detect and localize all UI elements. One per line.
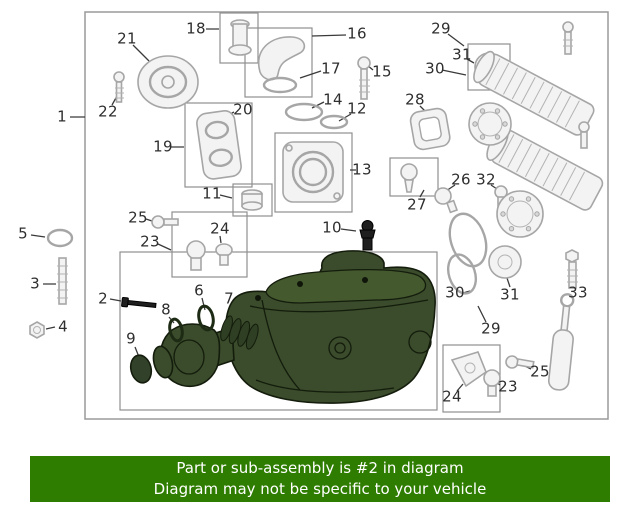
part-14-seal-ring xyxy=(284,102,324,122)
part-18-breather xyxy=(228,19,252,56)
part-cooler-flange-lower xyxy=(496,190,544,238)
callout-18[interactable]: 18 xyxy=(186,19,206,38)
part-7-bellows-hose xyxy=(220,315,259,350)
part-25-torx-bolt-right xyxy=(505,355,535,369)
callout-28[interactable]: 28 xyxy=(405,90,425,109)
callout-33[interactable]: 33 xyxy=(568,283,588,302)
callout-5[interactable]: 5 xyxy=(18,224,28,243)
part-9-cap xyxy=(129,354,153,384)
callout-8[interactable]: 8 xyxy=(161,300,171,319)
callout-7[interactable]: 7 xyxy=(224,289,234,308)
part-31-round-cap xyxy=(488,245,522,279)
banner-line-2: Diagram may not be specific to your vehi… xyxy=(153,480,487,498)
callout-21[interactable]: 21 xyxy=(117,29,137,48)
part-damper-cylinder xyxy=(547,293,575,391)
part-27-sensor xyxy=(400,163,418,193)
callout-24-left[interactable]: 24 xyxy=(210,219,230,238)
part-3-stud xyxy=(57,257,68,305)
part-26-sensor xyxy=(434,187,459,214)
part-bolt-top-right xyxy=(562,21,574,55)
part-11-cap xyxy=(241,189,263,211)
part-cooler-flange-upper xyxy=(468,102,512,146)
callout-4[interactable]: 4 xyxy=(58,317,68,336)
callout-22[interactable]: 22 xyxy=(98,102,118,121)
banner-line-1: Part or sub-assembly is #2 in diagram xyxy=(176,459,464,477)
callout-31-right[interactable]: 31 xyxy=(500,285,520,304)
part-23-24-bracket-sensor-right xyxy=(450,351,501,397)
part-intercooler-upper xyxy=(473,50,595,136)
part-10-valve xyxy=(359,220,376,251)
leader-lines xyxy=(30,28,577,392)
part-19-20-gasket-plate xyxy=(196,110,242,180)
callout-3[interactable]: 3 xyxy=(30,274,40,293)
part-2-bolt-highlighted xyxy=(121,296,157,308)
part-12-seal-ring xyxy=(319,114,349,130)
callout-29-top[interactable]: 29 xyxy=(431,19,451,38)
part-4-nut xyxy=(29,321,45,339)
callout-25-right[interactable]: 25 xyxy=(530,362,550,381)
callout-12[interactable]: 12 xyxy=(347,99,367,118)
part-13-throttle-body xyxy=(282,141,344,203)
callout-2[interactable]: 2 xyxy=(98,289,108,308)
callout-15[interactable]: 15 xyxy=(372,62,392,81)
part-21-clutch-pulley xyxy=(137,55,199,109)
part-33-bolt xyxy=(565,249,579,289)
callout-13[interactable]: 13 xyxy=(352,160,372,179)
callout-9[interactable]: 9 xyxy=(126,329,136,348)
callout-23-right[interactable]: 23 xyxy=(498,377,518,396)
part-16-17-oil-pipe-and-seal xyxy=(257,36,306,94)
callout-24-right[interactable]: 24 xyxy=(442,387,462,406)
callout-20[interactable]: 20 xyxy=(233,100,253,119)
callout-17[interactable]: 17 xyxy=(321,59,341,78)
diagram-frame xyxy=(84,11,609,420)
callout-29-right[interactable]: 29 xyxy=(481,319,501,338)
callout-6[interactable]: 6 xyxy=(194,281,204,300)
callout-23-left[interactable]: 23 xyxy=(140,232,160,251)
info-banner: Part or sub-assembly is #2 in diagram Di… xyxy=(30,456,610,502)
part-23-24-sensors-left xyxy=(186,240,233,271)
callout-19[interactable]: 19 xyxy=(153,137,173,156)
part-29-seal-small xyxy=(446,253,478,295)
part-15-bolt xyxy=(357,56,371,100)
part-6-clamp xyxy=(197,304,215,332)
part-5-o-ring xyxy=(46,228,74,248)
part-supercharger-assembly-highlighted xyxy=(224,250,436,404)
part-30-seal-large xyxy=(448,212,488,268)
callout-1[interactable]: 1 xyxy=(57,107,67,126)
part-8-clamp xyxy=(168,317,184,343)
callout-30-right[interactable]: 30 xyxy=(445,283,465,302)
part-28-gasket xyxy=(409,107,451,151)
part-25-torx-bolt-left xyxy=(151,215,179,229)
callout-25-left[interactable]: 25 xyxy=(128,208,148,227)
callout-14[interactable]: 14 xyxy=(323,90,343,109)
callout-26[interactable]: 26 xyxy=(451,170,471,189)
callout-32[interactable]: 32 xyxy=(476,170,496,189)
callout-10[interactable]: 10 xyxy=(322,218,342,237)
callout-27[interactable]: 27 xyxy=(407,195,427,214)
callout-30-top[interactable]: 30 xyxy=(425,59,445,78)
callout-31-top[interactable]: 31 xyxy=(452,45,472,64)
callout-16[interactable]: 16 xyxy=(347,24,367,43)
callout-11[interactable]: 11 xyxy=(202,184,222,203)
part-stud-mid-right xyxy=(578,121,590,149)
part-22-bolt xyxy=(113,71,125,103)
